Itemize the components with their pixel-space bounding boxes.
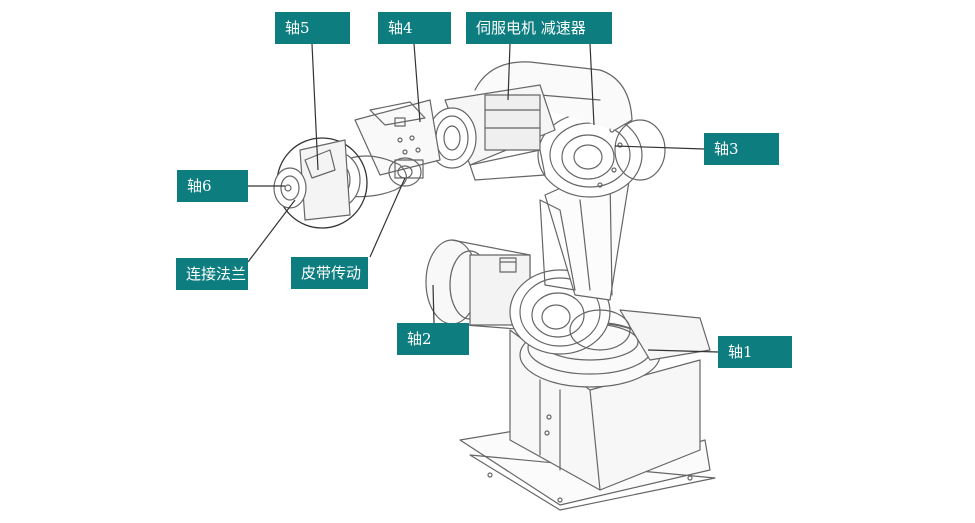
label-axis1: 轴1 (718, 336, 792, 368)
belt-drive (339, 155, 422, 198)
label-axis5: 轴5 (275, 12, 350, 44)
leader-servo (507, 43, 511, 101)
leader-axis2 (432, 284, 435, 324)
forearm (354, 99, 441, 179)
label-belt-drive: 皮带传动 (291, 257, 368, 289)
leader-reducer (589, 43, 595, 126)
leader-flange (247, 199, 296, 263)
leader-belt (369, 177, 406, 258)
axis3-joint (537, 112, 666, 198)
leader-axis1 (647, 349, 719, 353)
wrist-assembly (273, 137, 368, 229)
label-axis2: 轴2 (397, 323, 469, 355)
leader-lines (247, 43, 719, 353)
leader-axis5 (311, 43, 319, 171)
label-axis3: 轴3 (704, 133, 779, 165)
label-flange: 连接法兰 (176, 258, 248, 290)
axis1-turntable (519, 309, 711, 388)
label-axis4: 轴4 (378, 12, 451, 44)
axis2-motor (425, 239, 531, 331)
leader-axis3 (614, 145, 705, 150)
label-axis6: 轴6 (177, 170, 248, 202)
label-servo-reducer: 伺服电机 减速器 (466, 12, 612, 44)
leader-axis4 (413, 43, 421, 123)
